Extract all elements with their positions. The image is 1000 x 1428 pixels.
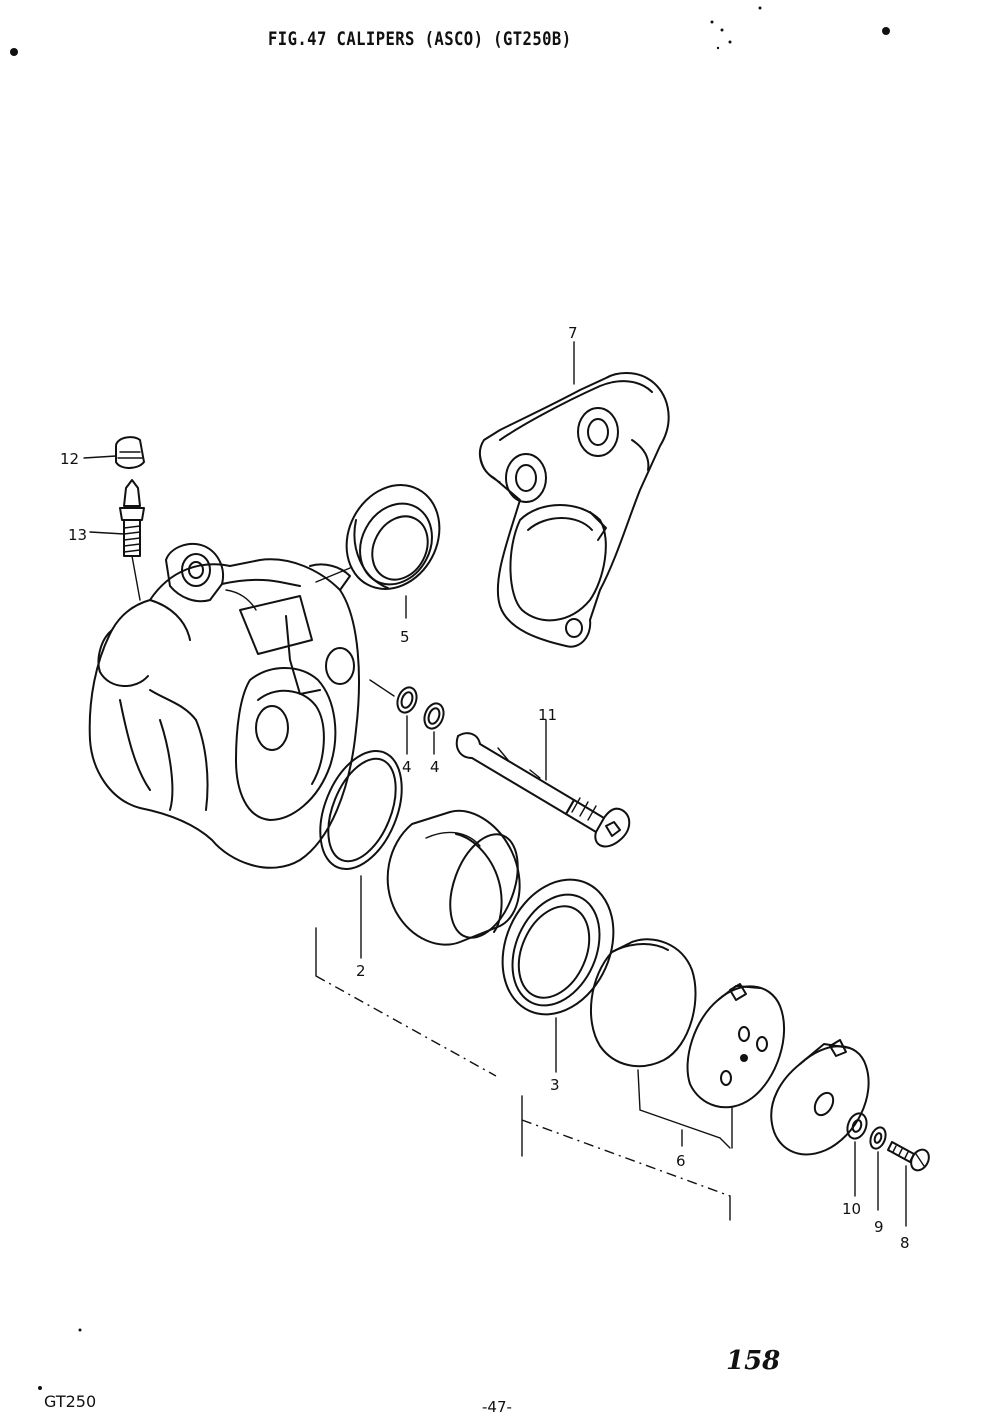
callout-10: 10 (842, 1200, 861, 1218)
callout-4-b: 4 (430, 758, 440, 776)
dust-boot-part-3 (501, 878, 615, 1016)
callout-11: 11 (538, 706, 557, 724)
callout-13: 13 (68, 526, 87, 544)
callout-7: 7 (568, 324, 578, 342)
bleeder-cap-part-12 (115, 436, 145, 469)
callout-6: 6 (676, 1152, 686, 1170)
handwritten-page-number: 158 (726, 1346, 781, 1376)
page-number: -47- (482, 1398, 512, 1416)
brake-pads-part-6 (589, 938, 785, 1109)
dust-seal-part-5 (345, 484, 441, 590)
screw-part-8 (887, 1141, 930, 1172)
callout-3: 3 (550, 1076, 560, 1094)
washer-part-10 (846, 1112, 868, 1140)
lock-washer-part-9 (869, 1126, 887, 1150)
pad-shim-plate (770, 1039, 870, 1156)
piston-seal-part-2 (319, 749, 403, 871)
model-code: GT250 (44, 1392, 97, 1411)
callout-8: 8 (900, 1234, 910, 1252)
caliper-body (88, 542, 360, 869)
o-rings-part-4 (396, 686, 445, 730)
callout-4-a: 4 (402, 758, 412, 776)
bleeder-valve-part-13 (119, 479, 145, 601)
callout-labels: 7 12 13 5 4 4 11 2 3 6 10 9 8 (60, 324, 910, 1252)
leader-lines (83, 341, 907, 1227)
caliper-holder-part-7 (478, 372, 670, 648)
callout-5: 5 (400, 628, 410, 646)
scan-specks (10, 6, 890, 1390)
callout-12: 12 (60, 450, 79, 468)
callout-2: 2 (356, 962, 366, 980)
caliper-piston (386, 809, 521, 946)
slide-pin-part-11 (455, 732, 631, 848)
callout-9: 9 (874, 1218, 884, 1236)
assembly-group-bracket (315, 927, 731, 1221)
figure-title: FIG.47 CALIPERS (ASCO) (GT250B) (268, 28, 572, 50)
